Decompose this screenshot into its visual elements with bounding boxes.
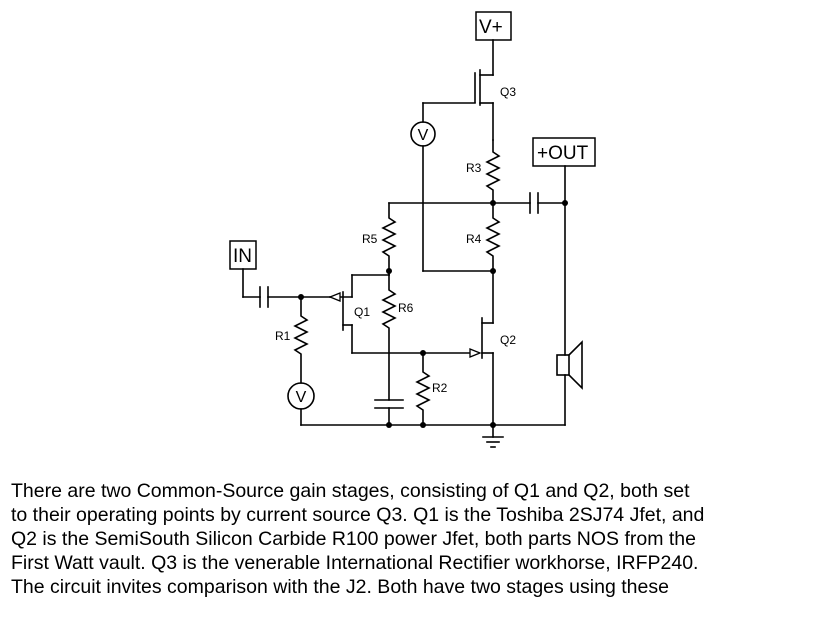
r3-resistor — [485, 139, 501, 204]
ground-icon — [482, 424, 504, 448]
r6-resistor — [381, 270, 397, 401]
q2-transistor — [422, 270, 494, 426]
voltmeter-top-label: V — [418, 127, 429, 144]
vplus-terminal-label: V+ — [479, 17, 503, 38]
q2-label: Q2 — [500, 333, 516, 347]
voltmeter-bottom-label: V — [296, 389, 307, 406]
q1-label: Q1 — [354, 305, 370, 319]
r6-label: R6 — [398, 301, 414, 315]
input-capacitor — [259, 286, 302, 308]
caption-line: First Watt vault. Q3 is the venerable In… — [11, 552, 699, 574]
out-terminal-label: +OUT — [537, 143, 589, 164]
r1-resistor — [293, 296, 309, 384]
q3-transistor — [422, 39, 494, 141]
r2-label: R2 — [432, 381, 448, 395]
r5-label: R5 — [362, 232, 378, 246]
out-terminal-box — [532, 137, 596, 167]
description-paragraph: There are two Common-Source gain stages,… — [11, 479, 816, 599]
caption-line: The circuit invites comparison with the … — [11, 576, 669, 598]
q3-label: Q3 — [500, 85, 516, 99]
speaker-icon — [556, 340, 583, 390]
caption-line: Q2 is the SemiSouth Silicon Carbide R100… — [11, 528, 696, 550]
r2-resistor — [415, 352, 431, 426]
caption-line: to their operating points by current sou… — [11, 504, 705, 526]
r4-resistor — [485, 202, 501, 272]
output-capacitor — [529, 192, 566, 214]
amplifier-schematic: V+ +OUT IN Q3 V R3 R4 — [229, 11, 596, 448]
r5-resistor — [381, 202, 397, 272]
r4-label: R4 — [466, 232, 482, 246]
caption-line: There are two Common-Source gain stages,… — [11, 480, 690, 502]
r1-label: R1 — [275, 329, 291, 343]
bypass-capacitor — [374, 399, 404, 426]
r3-label: R3 — [466, 161, 482, 175]
q1-transistor — [300, 270, 424, 354]
in-terminal-label: IN — [233, 246, 252, 267]
